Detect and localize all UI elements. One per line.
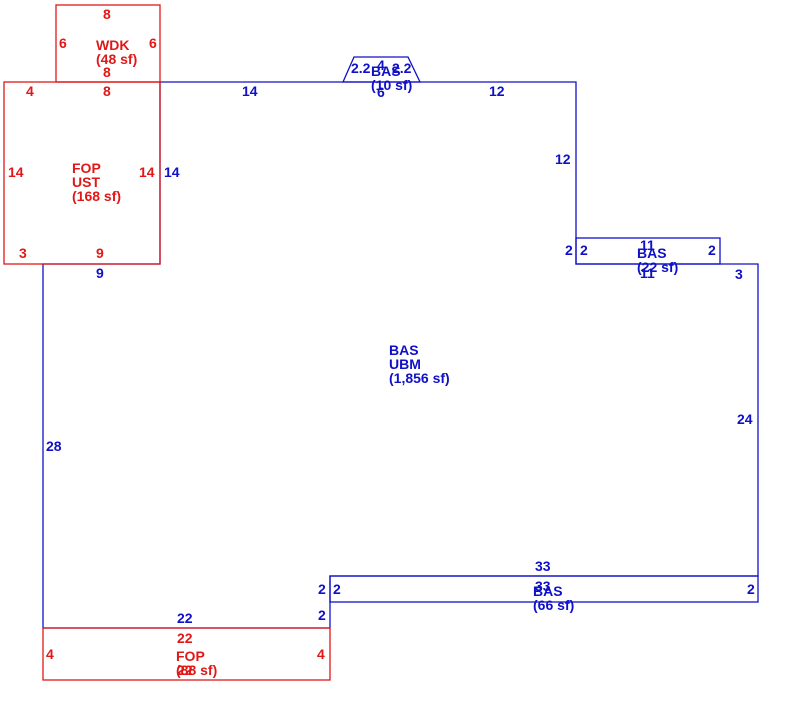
bas-small-top-area: (10 sf)	[371, 77, 412, 93]
dim-fop-left: 14	[8, 164, 24, 180]
fop-bottom-outline	[42, 627, 331, 681]
dim-bas-bottom-left-in: 2	[333, 581, 341, 597]
wdk-code: WDK	[96, 37, 129, 53]
bas-right-code: BAS	[637, 245, 667, 261]
dim-bas-right-top: 11	[640, 237, 655, 253]
wdk-area: (48 sf)	[96, 51, 137, 67]
dim-bas-right-right: 2	[708, 242, 716, 258]
dim-fop-bottom: 9	[96, 245, 104, 261]
dim-top-left-run: 14	[242, 83, 258, 99]
bas-main-code2: UBM	[389, 356, 421, 372]
fop-ust-code2: UST	[72, 174, 100, 190]
bas-main-area: (1,856 sf)	[389, 370, 450, 386]
bas-bottom-area: (66 sf)	[533, 597, 574, 613]
dim-right-side: 24	[737, 411, 753, 427]
dim-right-step: 12	[555, 151, 571, 167]
dim-fop-top-left: 4	[26, 83, 34, 99]
fop-ust-outline	[3, 81, 161, 265]
dim-left-side: 28	[46, 438, 62, 454]
dim-bump-bottom: 6	[377, 84, 385, 100]
dim-wdk-bottom: 8	[103, 64, 111, 80]
dim-main-below-fop: 9	[96, 265, 104, 281]
fop-ust-code1: FOP	[72, 160, 101, 176]
bas-bottom-outline	[329, 575, 759, 603]
dim-bas-right-bottom: 11	[640, 265, 655, 281]
dim-bas-bottom-right: 2	[747, 581, 755, 597]
dim-bas-bottom-left-out: 2	[318, 581, 326, 597]
dim-bas-right-left-in: 2	[580, 242, 588, 258]
dim-bump-right: 2.2	[392, 60, 412, 76]
dim-top-right-run: 12	[489, 83, 505, 99]
bas-right-outline	[575, 237, 721, 265]
dim-fop-top: 8	[103, 83, 111, 99]
dim-main-right-of-fop: 14	[164, 164, 180, 180]
dim-bump-left: 2.2	[351, 60, 371, 76]
bas-small-top-outline	[342, 56, 422, 83]
dim-fop-b-right: 4	[317, 646, 325, 662]
dim-bas-bottom-top: 33	[535, 558, 551, 574]
dim-right-top-short: 3	[735, 266, 743, 282]
dim-bottom-main: 22	[177, 610, 193, 626]
dim-wdk-right: 6	[149, 35, 157, 51]
dim-wdk-top: 8	[103, 6, 111, 22]
bas-bottom-code: BAS	[533, 583, 563, 599]
dim-fop-b-left: 4	[46, 646, 54, 662]
dim-bump-top: 4	[377, 57, 385, 73]
fop-bottom-code: FOP	[176, 648, 205, 664]
dim-wdk-left: 6	[59, 35, 67, 51]
dim-fop-right: 14	[139, 164, 155, 180]
dim-step-down: 2	[318, 607, 326, 623]
bas-right-area: (22 sf)	[637, 259, 678, 275]
bas-main-code1: BAS	[389, 342, 419, 358]
dim-fop-b-top: 22	[177, 630, 193, 646]
dim-fop-bottom-left: 3	[19, 245, 27, 261]
dim-bas-right-left-out: 2	[565, 242, 573, 258]
dim-fop-b-bottom: 22	[177, 662, 193, 678]
bas-small-top-code: BAS	[371, 63, 401, 79]
fop-bottom-area: (88 sf)	[176, 662, 217, 678]
dim-bas-bottom-mid: 33	[535, 578, 551, 594]
bas-main-outline	[42, 81, 759, 629]
fop-ust-area: (168 sf)	[72, 188, 121, 204]
